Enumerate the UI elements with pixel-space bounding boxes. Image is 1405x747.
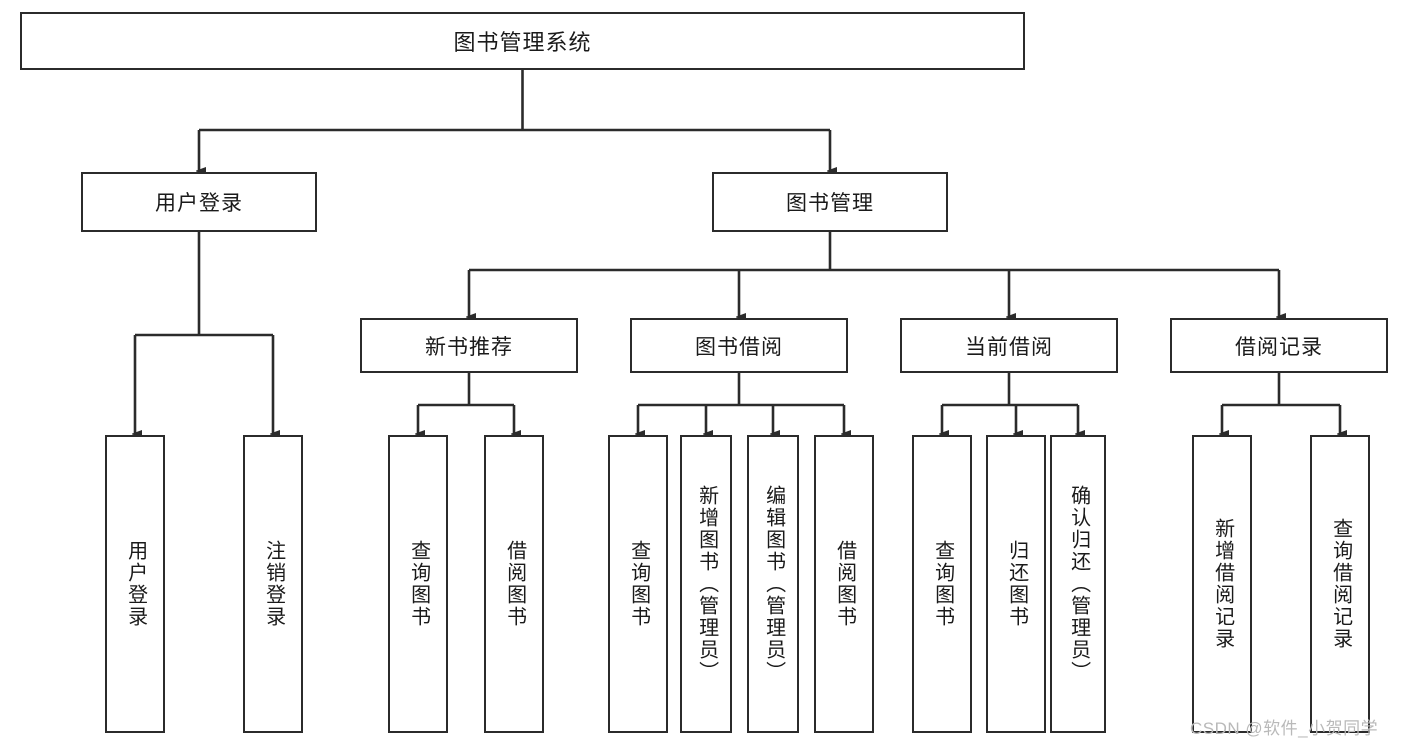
- leaf-query-borrow-record[interactable]: 查询借阅记录: [1310, 435, 1370, 733]
- node-label: 图书管理: [786, 192, 874, 215]
- node-label: 注销登录: [262, 540, 285, 628]
- node-book-borrowing[interactable]: 图书借阅: [630, 318, 848, 373]
- node-new-book-recommendation[interactable]: 新书推荐: [360, 318, 578, 373]
- node-label: 新增借阅记录: [1211, 518, 1234, 650]
- node-label: 查询图书: [627, 540, 650, 628]
- node-label: 借阅图书: [833, 540, 856, 628]
- leaf-edit-book-admin[interactable]: 编辑图书（管理员）: [747, 435, 799, 733]
- node-user-login[interactable]: 用户登录: [81, 172, 317, 232]
- node-label: 新增图书（管理员）: [695, 485, 718, 683]
- node-label: 借阅图书: [503, 540, 526, 628]
- leaf-query-books-current[interactable]: 查询图书: [912, 435, 972, 733]
- node-label: 查询图书: [931, 540, 954, 628]
- leaf-query-books-borrow[interactable]: 查询图书: [608, 435, 668, 733]
- node-label: 图书管理系统: [453, 30, 592, 55]
- leaf-add-book-admin[interactable]: 新增图书（管理员）: [680, 435, 732, 733]
- node-label: 用户登录: [155, 192, 243, 215]
- leaf-return-books[interactable]: 归还图书: [986, 435, 1046, 733]
- leaf-query-books-recommend[interactable]: 查询图书: [388, 435, 448, 733]
- node-label: 用户登录: [124, 540, 147, 628]
- node-borrow-records[interactable]: 借阅记录: [1170, 318, 1388, 373]
- node-label: 确认归还（管理员）: [1067, 485, 1090, 683]
- leaf-add-borrow-record[interactable]: 新增借阅记录: [1192, 435, 1252, 733]
- leaf-user-logout[interactable]: 注销登录: [243, 435, 303, 733]
- csdn-watermark: CSDN @软件_小贺同学: [1190, 719, 1379, 738]
- leaf-user-login[interactable]: 用户登录: [105, 435, 165, 733]
- leaf-confirm-return-admin[interactable]: 确认归还（管理员）: [1050, 435, 1106, 733]
- node-label: 查询图书: [407, 540, 430, 628]
- node-current-borrowing[interactable]: 当前借阅: [900, 318, 1118, 373]
- node-label: 查询借阅记录: [1329, 518, 1352, 650]
- node-label: 借阅记录: [1235, 335, 1323, 359]
- node-label: 图书借阅: [695, 335, 783, 359]
- leaf-borrow-books[interactable]: 借阅图书: [814, 435, 874, 733]
- node-label: 归还图书: [1005, 540, 1028, 628]
- node-label: 编辑图书（管理员）: [762, 485, 785, 683]
- leaf-borrow-books-recommend[interactable]: 借阅图书: [484, 435, 544, 733]
- node-label: 新书推荐: [425, 335, 513, 359]
- node-label: 当前借阅: [965, 335, 1053, 359]
- node-book-management[interactable]: 图书管理: [712, 172, 948, 232]
- node-root[interactable]: 图书管理系统: [20, 12, 1025, 70]
